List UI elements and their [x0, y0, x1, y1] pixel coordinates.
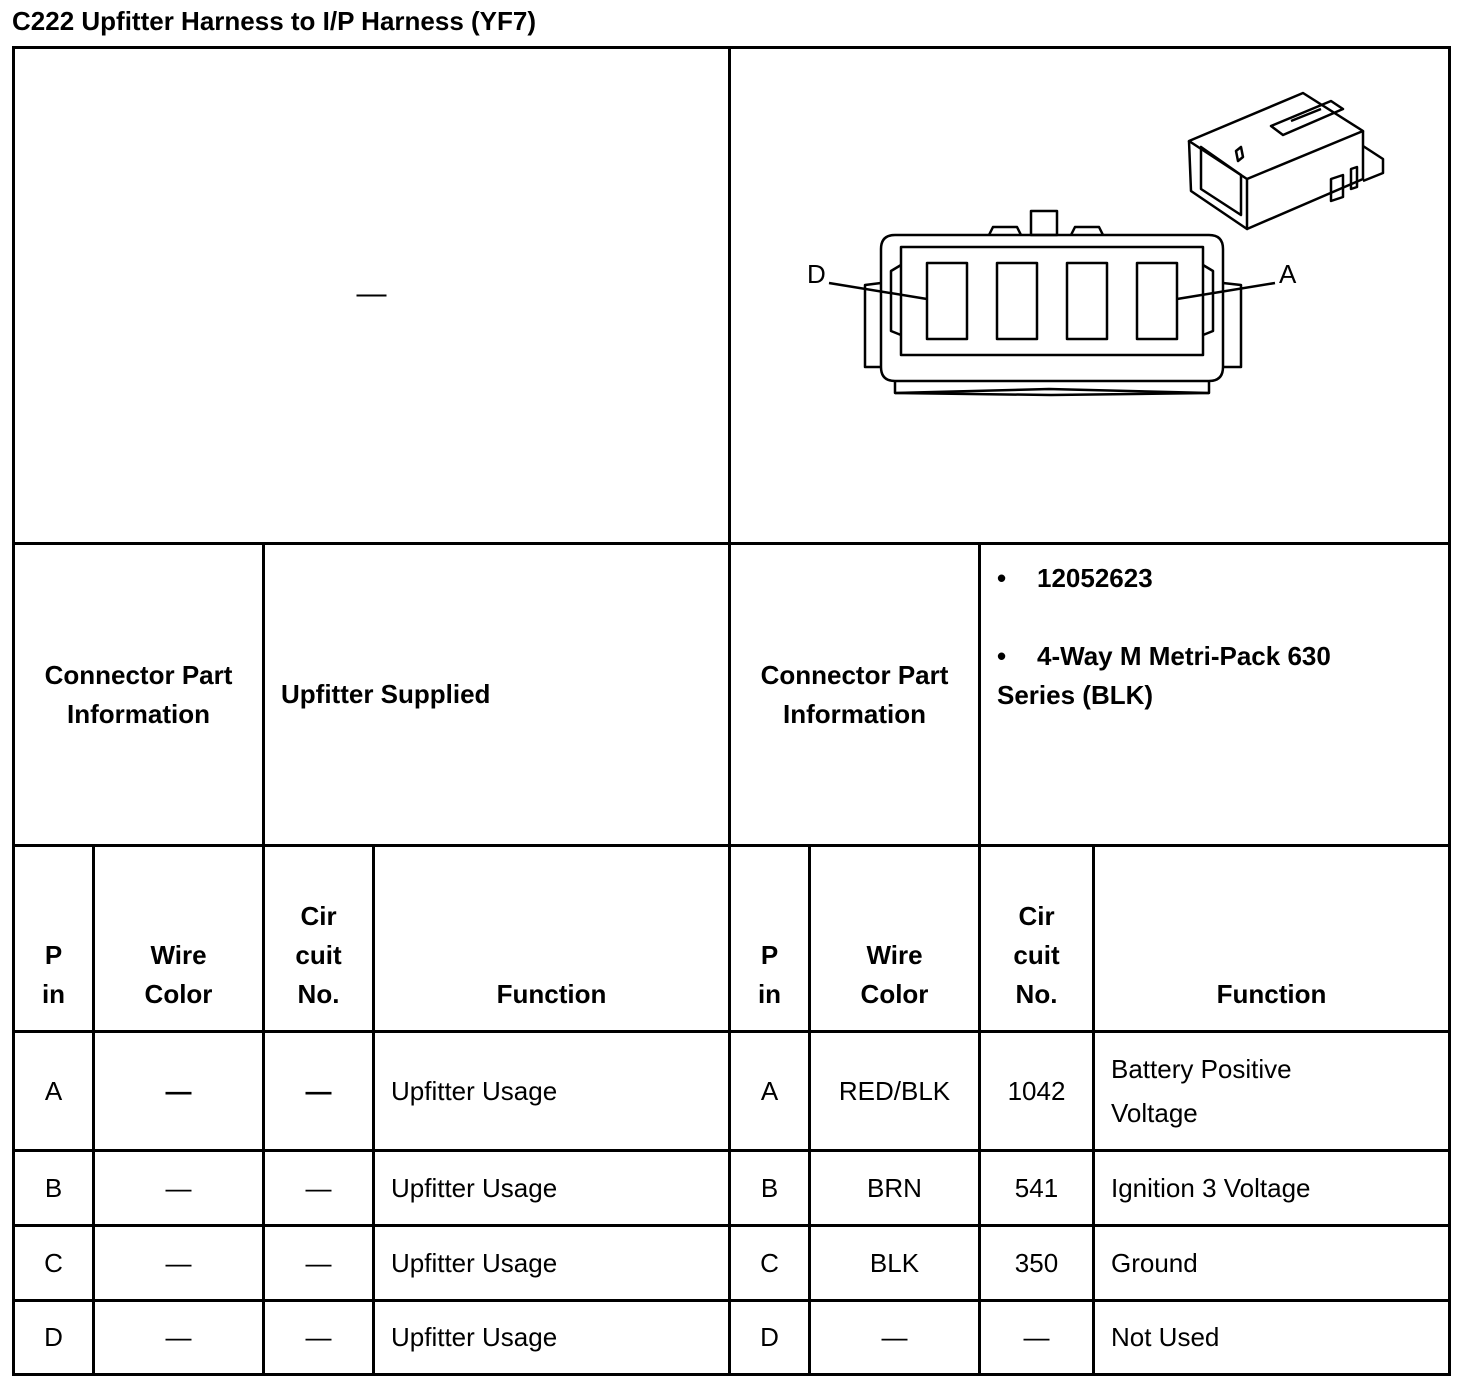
- connector-table: —: [12, 46, 1451, 1376]
- pin-label-d: D: [807, 259, 826, 289]
- left-part-info-value: Upfitter Supplied: [262, 542, 731, 847]
- connector-diagram-icon: [828, 91, 1385, 396]
- list-item: • 12052623: [997, 563, 1153, 593]
- no-image-placeholder: —: [356, 276, 387, 310]
- table-row: A — — Upfitter Usage A RED/BLK 1042 Batt…: [12, 1030, 1451, 1152]
- page-title: C222 Upfitter Harness to I/P Harness (YF…: [12, 6, 537, 36]
- image-row: —: [12, 46, 1451, 545]
- pin-label-a: A: [1279, 259, 1297, 289]
- right-image-cell: D A: [728, 46, 1451, 545]
- right-part-info-label: Connector Part Information: [728, 542, 981, 847]
- left-part-info-label: Connector Part Information: [12, 542, 265, 847]
- header-function: Function: [372, 844, 731, 1033]
- table-row: D — — Upfitter Usage D — — Not Used: [12, 1299, 1451, 1376]
- header-function: Function: [1092, 844, 1451, 1033]
- table-row: B — — Upfitter Usage B BRN 541 Ignition …: [12, 1149, 1451, 1227]
- part-info-row: Connector Part Information Upfitter Supp…: [12, 542, 1451, 847]
- list-item: • 4-Way M Metri-Pack 630 Series (BLK): [997, 641, 1331, 710]
- right-part-info-value: • 12052623 • 4-Way M Metri-Pack 630 Seri…: [978, 542, 1451, 847]
- left-image-cell: —: [12, 46, 731, 545]
- table-row: C — — Upfitter Usage C BLK 350 Ground: [12, 1224, 1451, 1302]
- part-number-list: • 12052623 • 4-Way M Metri-Pack 630 Seri…: [981, 545, 1448, 715]
